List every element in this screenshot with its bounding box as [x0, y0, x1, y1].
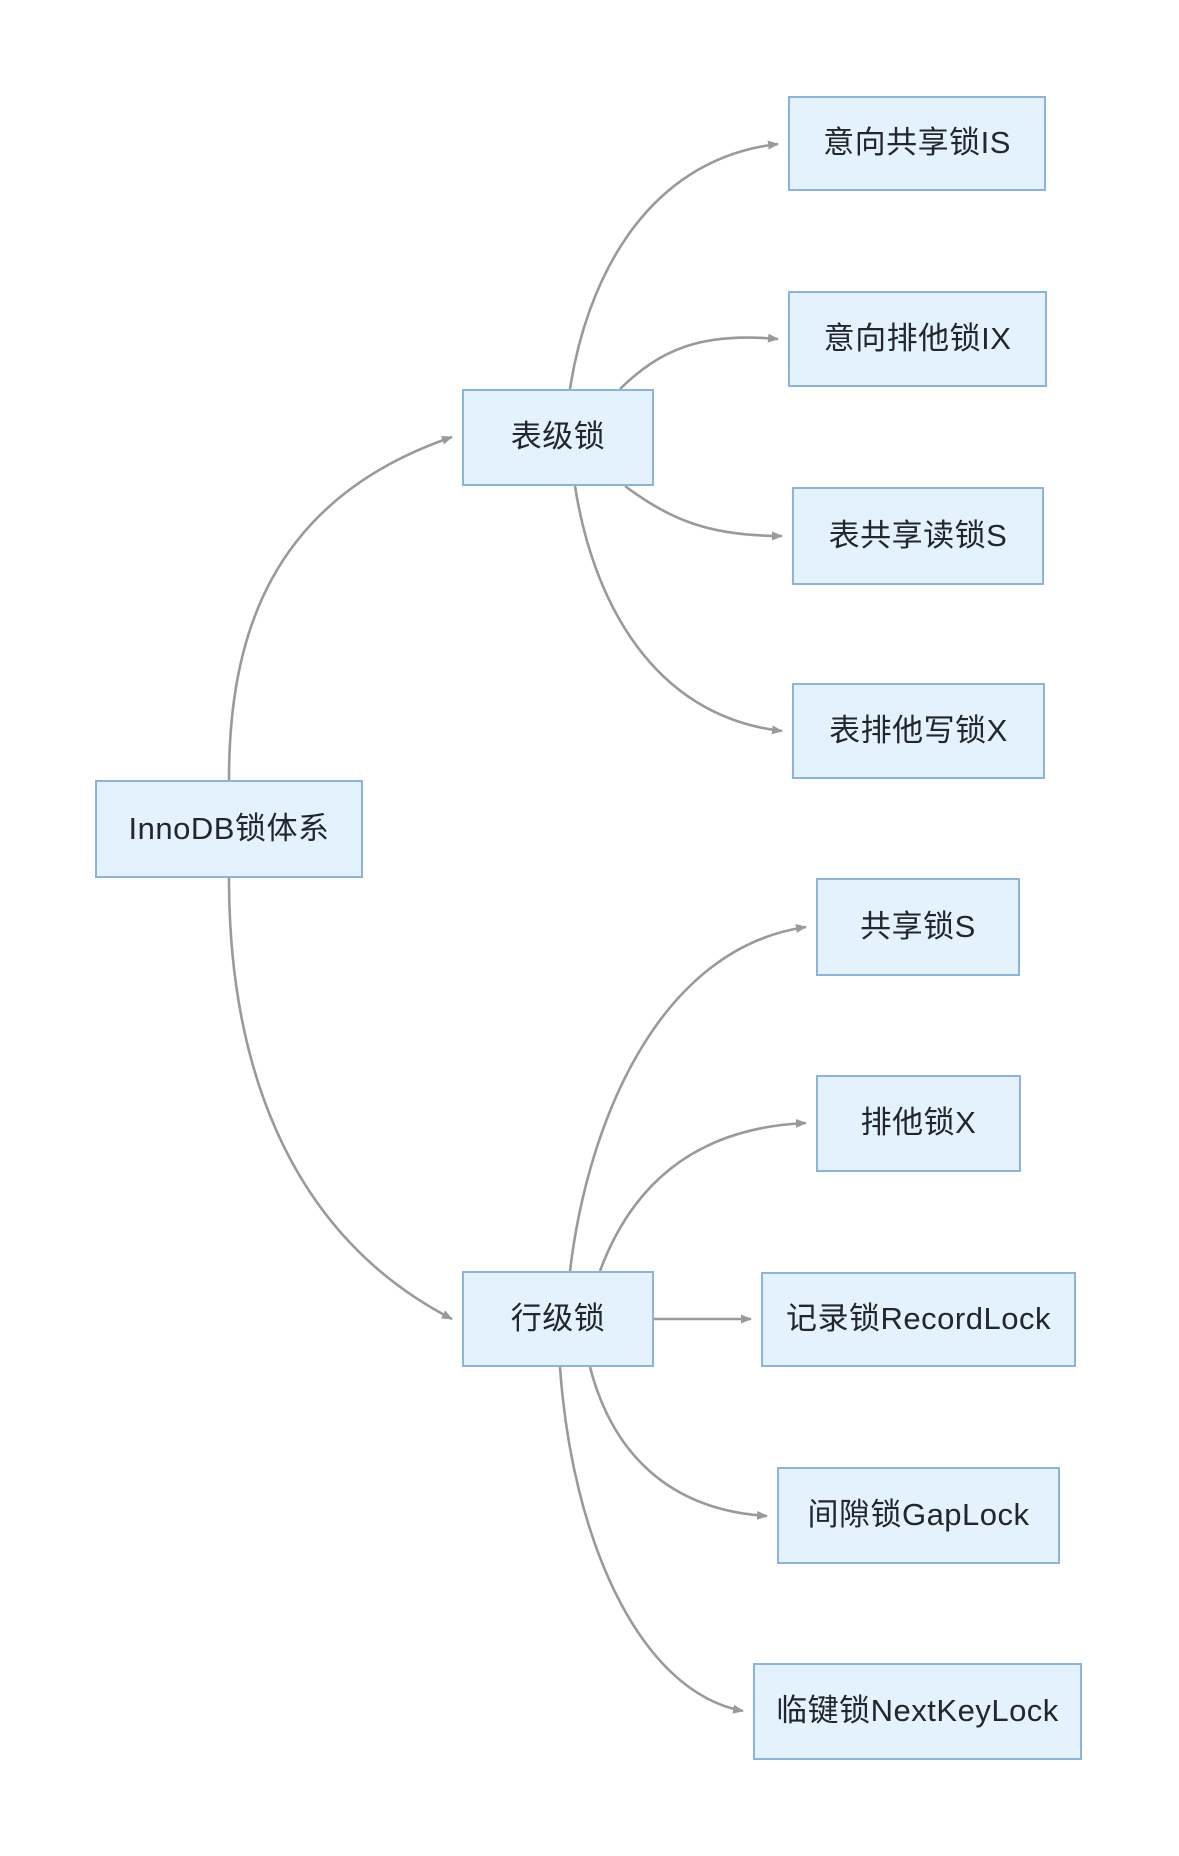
node-table-shared-read-lock-s[interactable]: 表共享读锁S — [792, 487, 1044, 585]
node-label: 意向共享锁IS — [823, 125, 1011, 161]
edge-table-lock-to-is-lock — [568, 140, 779, 390]
node-intention-shared-lock-is[interactable]: 意向共享锁IS — [788, 96, 1046, 191]
node-gap-lock[interactable]: 间隙锁GapLock — [777, 1467, 1060, 1564]
node-label: 表级锁 — [510, 419, 606, 455]
node-table-level-lock[interactable]: 表级锁 — [462, 389, 654, 486]
edge-row-lock-to-gap-lock — [588, 1366, 768, 1520]
edge-row-lock-to-x-lock — [598, 1118, 807, 1272]
node-row-level-lock[interactable]: 行级锁 — [462, 1271, 654, 1367]
node-label: 排他锁X — [860, 1105, 977, 1141]
edge-root-to-table-lock — [227, 435, 453, 781]
node-label: 记录锁RecordLock — [786, 1301, 1051, 1337]
node-label: 共享锁S — [860, 908, 976, 944]
node-innodb-lock-system[interactable]: InnoDB锁体系 — [95, 780, 363, 878]
node-table-exclusive-write-lock-x[interactable]: 表排他写锁X — [792, 683, 1045, 779]
node-exclusive-lock-x[interactable]: 排他锁X — [816, 1075, 1021, 1172]
node-next-key-lock[interactable]: 临键锁NextKeyLock — [753, 1663, 1082, 1760]
node-label: 临键锁NextKeyLock — [776, 1693, 1059, 1729]
edge-row-lock-to-s-lock — [568, 923, 807, 1272]
edge-table-lock-to-tx-lock — [573, 485, 783, 735]
node-label: 表排他写锁X — [829, 712, 1008, 748]
edge-table-lock-to-ts-lock — [624, 484, 783, 541]
node-label: 行级锁 — [510, 1300, 606, 1336]
node-shared-lock-s[interactable]: 共享锁S — [816, 878, 1020, 976]
node-record-lock[interactable]: 记录锁RecordLock — [761, 1272, 1076, 1367]
edge-table-lock-to-ix-lock — [619, 333, 779, 390]
node-label: 意向排他锁IX — [823, 320, 1012, 356]
edge-root-to-row-lock — [227, 877, 453, 1321]
node-intention-exclusive-lock-ix[interactable]: 意向排他锁IX — [788, 291, 1047, 387]
node-label: InnoDB锁体系 — [128, 810, 330, 846]
node-label: 表共享读锁S — [828, 517, 1008, 553]
node-label: 间隙锁GapLock — [807, 1497, 1030, 1533]
edge-row-lock-to-nextkey-lock — [558, 1366, 744, 1714]
